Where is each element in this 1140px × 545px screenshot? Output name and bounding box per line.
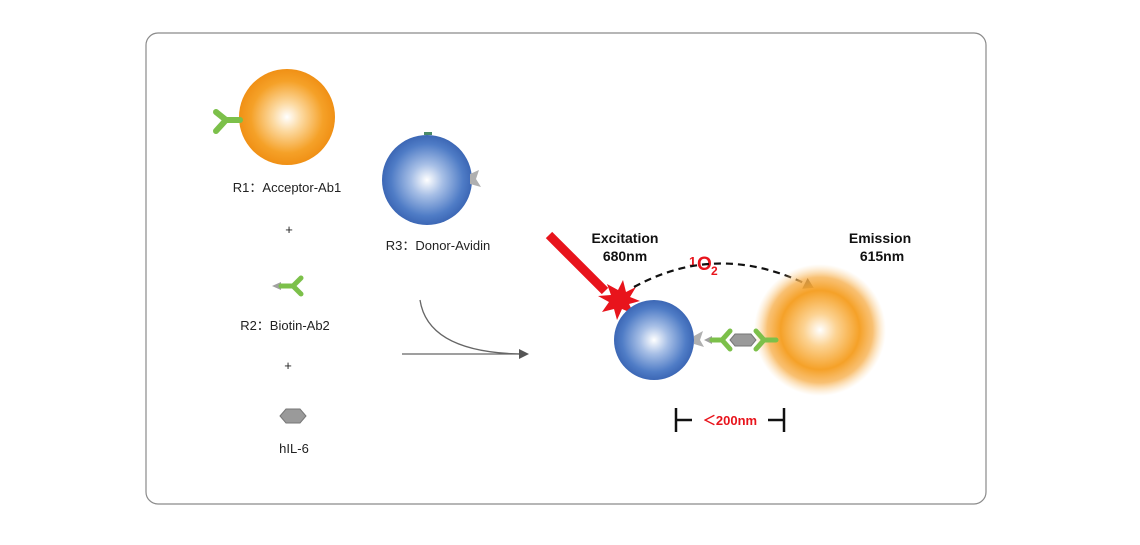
emission-wavelength: 615nm (860, 248, 904, 264)
excitation-title: Excitation (592, 230, 659, 246)
sandwich-complex (694, 328, 779, 352)
donor-bead-complex (614, 300, 694, 380)
excitation-wavelength: 680nm (603, 248, 647, 264)
biotin-antibody-icon (272, 275, 304, 297)
hil6-label: hIL-6 (279, 441, 309, 456)
antibody-icon (213, 109, 243, 134)
diagram-frame (145, 32, 987, 505)
singlet-oxygen-subscript: 2 (711, 264, 718, 278)
acceptor-bead-r1 (239, 69, 335, 165)
distance-bar (674, 408, 786, 432)
plus-sign-1: + (285, 222, 293, 237)
excitation-beam (545, 231, 609, 295)
mixing-curve (419, 299, 521, 355)
singlet-oxygen-superscript: 1 (689, 254, 696, 269)
acceptor-bead-emitting (754, 264, 886, 396)
r2-label: R2：Biotin-Ab2 (240, 318, 330, 333)
distance-label: ＜200nm (703, 413, 757, 428)
emission-title: Emission (849, 230, 911, 246)
hil6-analyte-icon (279, 408, 307, 424)
r3-label: R3：Donor-Avidin (386, 238, 491, 253)
plus-sign-2: + (284, 358, 292, 373)
avidin-icon (470, 170, 481, 187)
donor-bead-r3 (382, 132, 472, 225)
r1-label: R1：Acceptor-Ab1 (233, 180, 341, 195)
